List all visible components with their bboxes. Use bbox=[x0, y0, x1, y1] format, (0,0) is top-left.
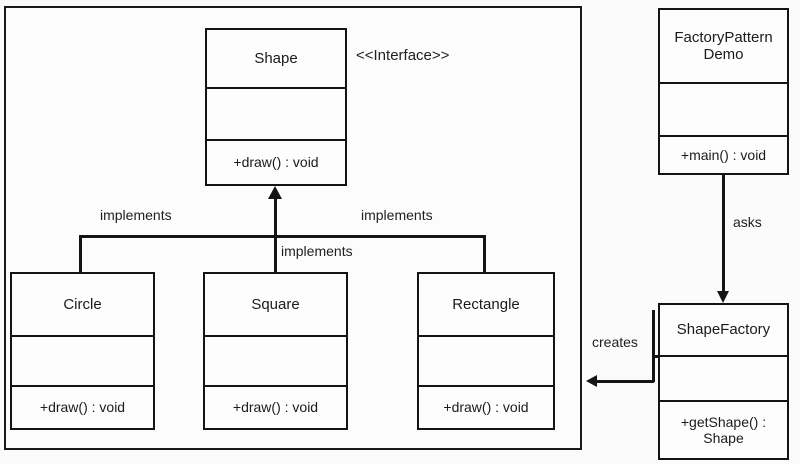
generalization-leg-rectangle bbox=[483, 235, 486, 273]
edge-label-asks: asks bbox=[733, 214, 762, 230]
class-box-factory-pattern-demo[interactable]: FactoryPattern Demo +main() : void bbox=[658, 8, 789, 175]
class-attributes-square bbox=[205, 335, 346, 385]
class-box-circle[interactable]: Circle +draw() : void bbox=[10, 272, 155, 430]
class-attributes-shape-factory bbox=[660, 355, 787, 400]
class-operations-shape-factory: +getShape() : Shape bbox=[660, 400, 787, 458]
class-name-circle: Circle bbox=[63, 295, 102, 313]
class-name-square: Square bbox=[251, 295, 300, 313]
stereotype-interface-label: <<Interface>> bbox=[356, 47, 450, 64]
edge-label-creates: creates bbox=[592, 334, 638, 350]
generalization-arrowhead-shape bbox=[268, 186, 282, 199]
class-operations-circle: +draw() : void bbox=[12, 385, 153, 428]
class-operations-shape: +draw() : void bbox=[207, 139, 345, 184]
creates-arrowhead bbox=[586, 375, 597, 387]
class-box-rectangle[interactable]: Rectangle +draw() : void bbox=[417, 272, 555, 430]
creates-edge-riser bbox=[652, 310, 655, 382]
class-box-shape[interactable]: Shape +draw() : void bbox=[205, 28, 347, 186]
class-box-square[interactable]: Square +draw() : void bbox=[203, 272, 348, 430]
asks-edge-line bbox=[722, 175, 725, 291]
edge-label-implements-center: implements bbox=[281, 243, 353, 259]
class-name-shape: Shape bbox=[254, 49, 298, 67]
class-operations-square: +draw() : void bbox=[205, 385, 346, 428]
creates-edge-stub-right bbox=[652, 355, 660, 358]
class-attributes-rectangle bbox=[419, 335, 553, 385]
generalization-distribution-bar bbox=[79, 235, 485, 238]
edge-label-implements-left: implements bbox=[100, 207, 172, 223]
class-name-factory-pattern-demo: FactoryPattern Demo bbox=[674, 28, 773, 63]
asks-arrowhead bbox=[717, 291, 729, 303]
class-operations-rectangle: +draw() : void bbox=[419, 385, 553, 428]
class-name-rectangle: Rectangle bbox=[452, 295, 520, 313]
class-attributes-shape bbox=[207, 87, 345, 139]
edge-label-implements-right: implements bbox=[361, 207, 433, 223]
class-operations-factory-pattern-demo: +main() : void bbox=[660, 135, 787, 173]
class-box-shape-factory[interactable]: ShapeFactory +getShape() : Shape bbox=[658, 303, 789, 460]
generalization-leg-circle bbox=[79, 235, 82, 273]
class-attributes-circle bbox=[12, 335, 153, 385]
class-attributes-factory-pattern-demo bbox=[660, 82, 787, 135]
generalization-leg-square bbox=[274, 235, 277, 273]
class-name-shape-factory: ShapeFactory bbox=[676, 321, 771, 339]
creates-edge-line bbox=[597, 380, 654, 383]
